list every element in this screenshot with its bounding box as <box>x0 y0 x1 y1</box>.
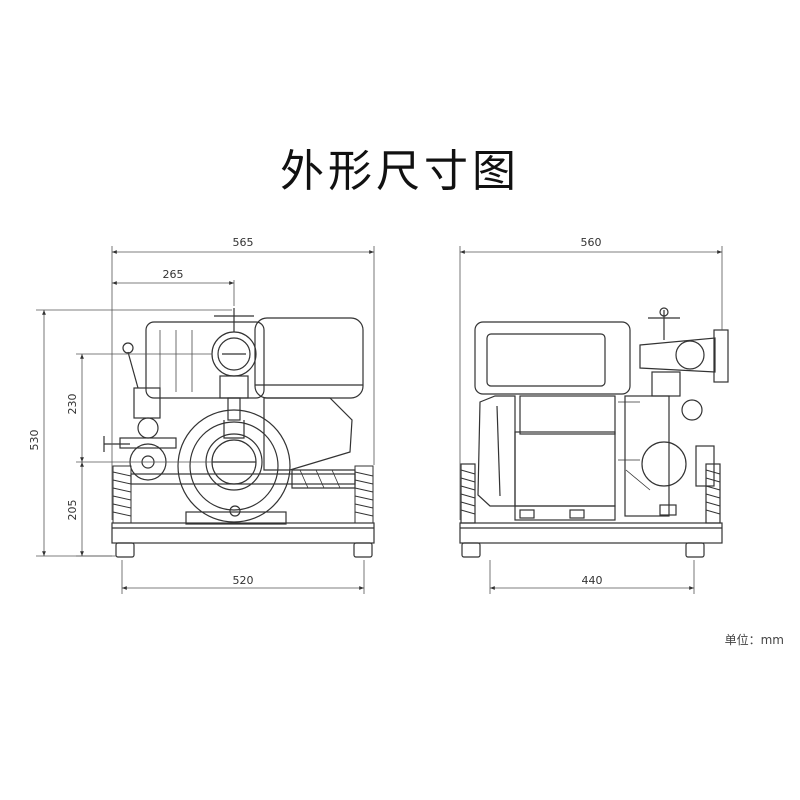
front-dimensions <box>36 246 375 594</box>
front-view <box>103 308 375 558</box>
dim-side-base-width: 440 <box>582 574 603 587</box>
right-spring <box>354 465 374 524</box>
dim-front-height: 530 <box>28 430 41 451</box>
dim-front-total-width: 565 <box>233 236 254 249</box>
front-dimension-labels: 565 265 530 230 205 520 <box>28 236 254 587</box>
dim-front-lower-height: 205 <box>66 500 79 521</box>
unit-label: 单位：mm <box>724 633 784 647</box>
dim-side-total-width: 560 <box>581 236 602 249</box>
side-view <box>459 307 729 558</box>
dim-front-base-width: 520 <box>233 574 254 587</box>
dim-front-outlet-offset: 265 <box>163 268 184 281</box>
side-dimensions <box>459 246 723 594</box>
drawing-title: 外形尺寸图 <box>280 146 520 197</box>
side-dimension-labels: 560 440 <box>581 236 603 587</box>
left-spring <box>112 465 132 524</box>
dim-front-upper-height: 230 <box>66 394 79 415</box>
